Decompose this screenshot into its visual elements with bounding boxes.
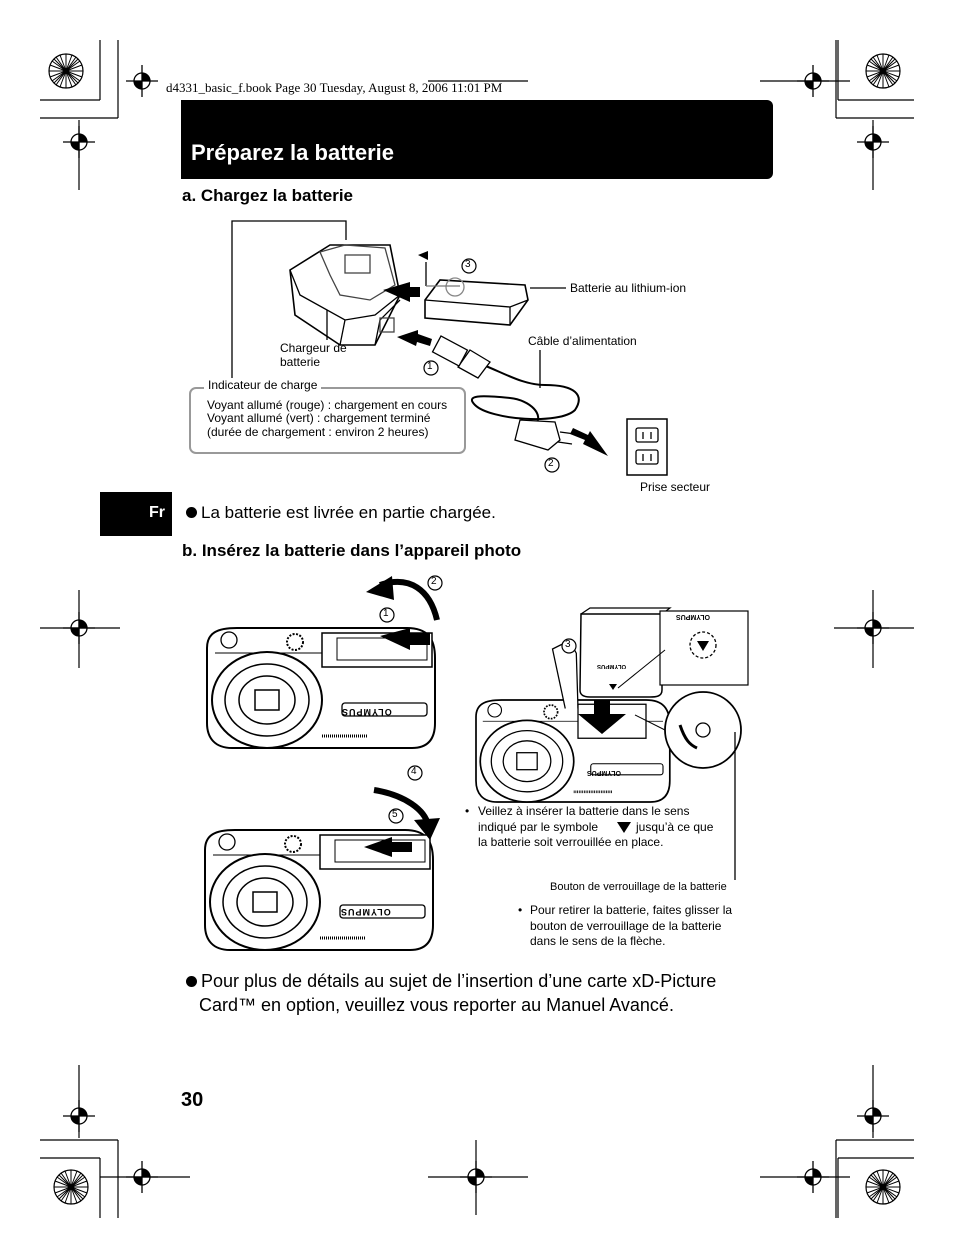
arrow-icon — [414, 818, 440, 840]
title-bar: Préparez la batterie — [181, 100, 773, 179]
remove-note-line1: Pour retirer la batterie, faites glisser… — [530, 903, 733, 917]
step-b3-number: 3 — [565, 639, 571, 650]
arrow-icon — [570, 428, 608, 456]
step-b5-number: 5 — [392, 809, 398, 820]
step-b4-number: 4 — [411, 766, 417, 777]
step-1-marker — [423, 360, 439, 376]
insert-note-line3: la batterie soit verrouillée en place. — [478, 835, 664, 849]
step-2-marker — [427, 575, 443, 591]
brand-logo: OLYMPUS — [341, 707, 392, 717]
charge-note-text: La batterie est livrée en partie chargée… — [201, 503, 496, 522]
remove-note-line3: dans le sens de la flèche. — [530, 934, 666, 948]
brand-logo: OLYMPUS — [587, 769, 621, 776]
page-number: 30 — [181, 1089, 204, 1111]
arrow-icon — [380, 628, 430, 650]
language-tab: Fr — [100, 492, 172, 536]
indicator-line2: Voyant allumé (vert) : chargement termin… — [207, 411, 431, 425]
step-3-marker — [461, 258, 477, 274]
brand-logo: OLYMPUS — [597, 663, 627, 669]
card-note-text-1: Pour plus de détails au sujet de l’inser… — [201, 971, 717, 991]
step-1-number: 1 — [427, 361, 433, 372]
file-header: d4331_basic_f.book Page 30 Tuesday, Augu… — [166, 80, 503, 95]
lock-button-label: Bouton de verrouillage de la batterie — [550, 881, 727, 893]
language-tab-label: Fr — [149, 504, 165, 521]
charger-label-line1: Chargeur de — [280, 341, 347, 355]
step-2-marker — [544, 457, 560, 473]
arrow-icon — [397, 330, 432, 346]
camera-close-lid — [203, 828, 435, 952]
indicator-line1: Voyant allumé (rouge) : chargement en co… — [207, 398, 448, 412]
brand-logo: OLYMPUS — [676, 613, 710, 620]
brand-logo: OLYMPUS — [340, 907, 391, 917]
arrow-icon — [578, 700, 626, 734]
bullet-icon — [186, 976, 197, 987]
step-3-number: 3 — [465, 259, 471, 270]
bullet-icon: • — [465, 804, 470, 818]
indicator-title: Indicateur de charge — [204, 378, 322, 392]
step-4-marker — [407, 765, 423, 781]
step-b1-number: 1 — [383, 608, 389, 619]
arrow-icon — [366, 576, 394, 600]
insert-note-line2a: indiqué par le symbole — [478, 820, 599, 834]
card-note-line1: Pour plus de détails au sujet de l’inser… — [186, 969, 716, 994]
card-note-line2: Card™ en option, veuillez vous reporter … — [199, 995, 674, 1015]
camera-open-lid — [205, 626, 437, 750]
indicator-line3: (durée de chargement : environ 2 heures) — [207, 425, 429, 439]
charge-note: La batterie est livrée en partie chargée… — [186, 503, 496, 523]
cable-label: Câble d’alimentation — [528, 334, 637, 348]
bullet-icon: • — [518, 903, 523, 917]
step-1-marker — [379, 607, 395, 623]
bullet-icon — [186, 507, 197, 518]
page-title: Préparez la batterie — [191, 140, 394, 165]
insert-note-line2b: jusqu’à ce que — [636, 820, 714, 834]
battery-label: Batterie au lithium-ion — [570, 281, 687, 295]
remove-note-line2: bouton de verrouillage de la batterie — [530, 919, 722, 933]
section-b-heading: b. Insérez la batterie dans l’appareil p… — [182, 541, 522, 560]
outlet-label: Prise secteur — [640, 480, 711, 494]
step-3-marker — [561, 638, 577, 654]
step-2-number: 2 — [548, 458, 554, 469]
triangle-symbol-icon — [617, 822, 631, 833]
charger-label-line2: batterie — [280, 355, 321, 369]
arrow-icon — [383, 282, 420, 302]
step-5-marker — [388, 808, 404, 824]
insert-note-line1: Veillez à insérer la batterie dans le se… — [478, 804, 690, 818]
arrow-icon — [364, 837, 412, 857]
section-a-heading: a. Chargez la batterie — [182, 186, 354, 205]
step-b2-number: 2 — [431, 576, 437, 587]
battery-pack — [579, 613, 663, 698]
